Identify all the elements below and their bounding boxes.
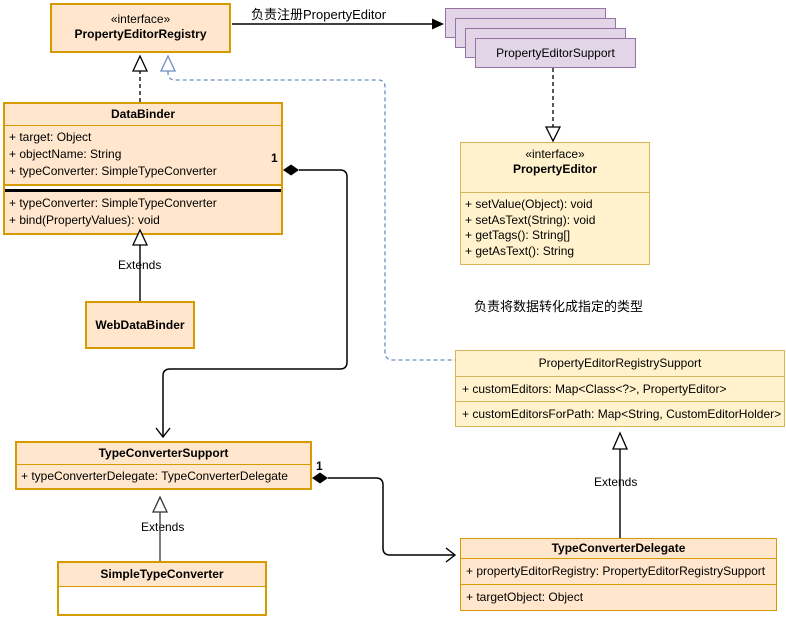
edge-databinder-implements-registry xyxy=(131,54,149,102)
methods-compartment: + typeConverter: SimpleTypeConverter + b… xyxy=(5,192,281,233)
attributes-compartment: + target: Object + objectName: String + … xyxy=(5,126,281,184)
class-data-binder: DataBinder + target: Object + objectName… xyxy=(3,102,283,235)
class-title: «interface» PropertyEditorRegistry xyxy=(52,5,229,45)
attribute: + propertyEditorRegistry: PropertyEditor… xyxy=(466,564,766,578)
class-name: PropertyEditorRegistry xyxy=(74,27,207,41)
method: + bind(PropertyValues): void xyxy=(9,213,160,227)
class-name: PropertyEditor xyxy=(512,162,597,176)
method: + setValue(Object): void xyxy=(465,197,593,211)
attribute: + objectName: String xyxy=(9,147,122,161)
extends-label-webdatabinder: Extends xyxy=(118,258,162,272)
attribute-row: + targetObject: Object xyxy=(461,585,776,610)
class-name: TypeConverterSupport xyxy=(17,443,310,465)
class-name: TypeConverterDelegate xyxy=(461,539,776,559)
attribute-row: + propertyEditorRegistry: PropertyEditor… xyxy=(461,559,776,585)
class-property-editor-registry-support: PropertyEditorRegistrySupport + customEd… xyxy=(455,350,785,427)
class-name: SimpleTypeConverter xyxy=(59,563,265,587)
stereotype-label: «interface» xyxy=(525,147,585,161)
method: + typeConverter: SimpleTypeConverter xyxy=(9,196,217,210)
note-convert-data-type: 负责将数据转化成指定的类型 xyxy=(474,299,644,314)
attribute: + targetObject: Object xyxy=(466,590,584,604)
class-web-data-binder: WebDataBinder xyxy=(85,301,195,349)
stereotype-label: «interface» xyxy=(110,12,171,26)
attribute: + typeConverter: SimpleTypeConverter xyxy=(9,164,217,178)
extends-label-typeconverterdelegate: Extends xyxy=(594,475,638,489)
multiplicity-databinder: 1 xyxy=(271,151,278,165)
attribute: + customEditorsForPath: Map<String, Cust… xyxy=(456,401,784,426)
class-property-editor-registry: «interface» PropertyEditorRegistry xyxy=(50,3,231,53)
multiplicity-typeconvertersupport: 1 xyxy=(316,459,323,473)
extends-label-simpletypeconverter: Extends xyxy=(141,520,185,534)
note-register-propertyeditor: 负责注册PropertyEditor xyxy=(251,7,387,22)
class-type-converter-delegate: TypeConverterDelegate + propertyEditorRe… xyxy=(460,538,777,611)
attributes-compartment: + typeConverterDelegate: TypeConverterDe… xyxy=(17,465,310,488)
attribute: + target: Object xyxy=(9,130,92,144)
class-type-converter-support: TypeConverterSupport + typeConverterDele… xyxy=(15,441,312,490)
class-name: WebDataBinder xyxy=(95,318,185,332)
class-property-editor: «interface» PropertyEditor + setValue(Ob… xyxy=(460,142,650,265)
attribute: + customEditors: Map<Class<?>, PropertyE… xyxy=(456,376,784,401)
edge-support-implements-propertyeditor xyxy=(544,68,562,143)
method: + setAsText(String): void xyxy=(465,212,596,227)
method: + getTags(): String[] xyxy=(465,228,571,242)
edge-typeconvertersupport-composes-delegate xyxy=(312,472,457,563)
method: + getAsText(): String xyxy=(465,243,575,258)
attribute: + typeConverterDelegate: TypeConverterDe… xyxy=(21,469,288,483)
class-property-editor-support: PropertyEditorSupport xyxy=(475,38,636,68)
compartment-divider xyxy=(5,184,281,192)
class-title: «interface» PropertyEditor xyxy=(461,143,649,193)
methods-compartment: + setValue(Object): void + setAsText(Str… xyxy=(461,193,649,264)
class-name: DataBinder xyxy=(5,104,281,126)
class-simple-type-converter: SimpleTypeConverter xyxy=(57,561,267,616)
class-name: PropertyEditorSupport xyxy=(496,46,615,60)
class-name: PropertyEditorRegistrySupport xyxy=(538,356,702,370)
empty-compartment xyxy=(59,587,265,614)
